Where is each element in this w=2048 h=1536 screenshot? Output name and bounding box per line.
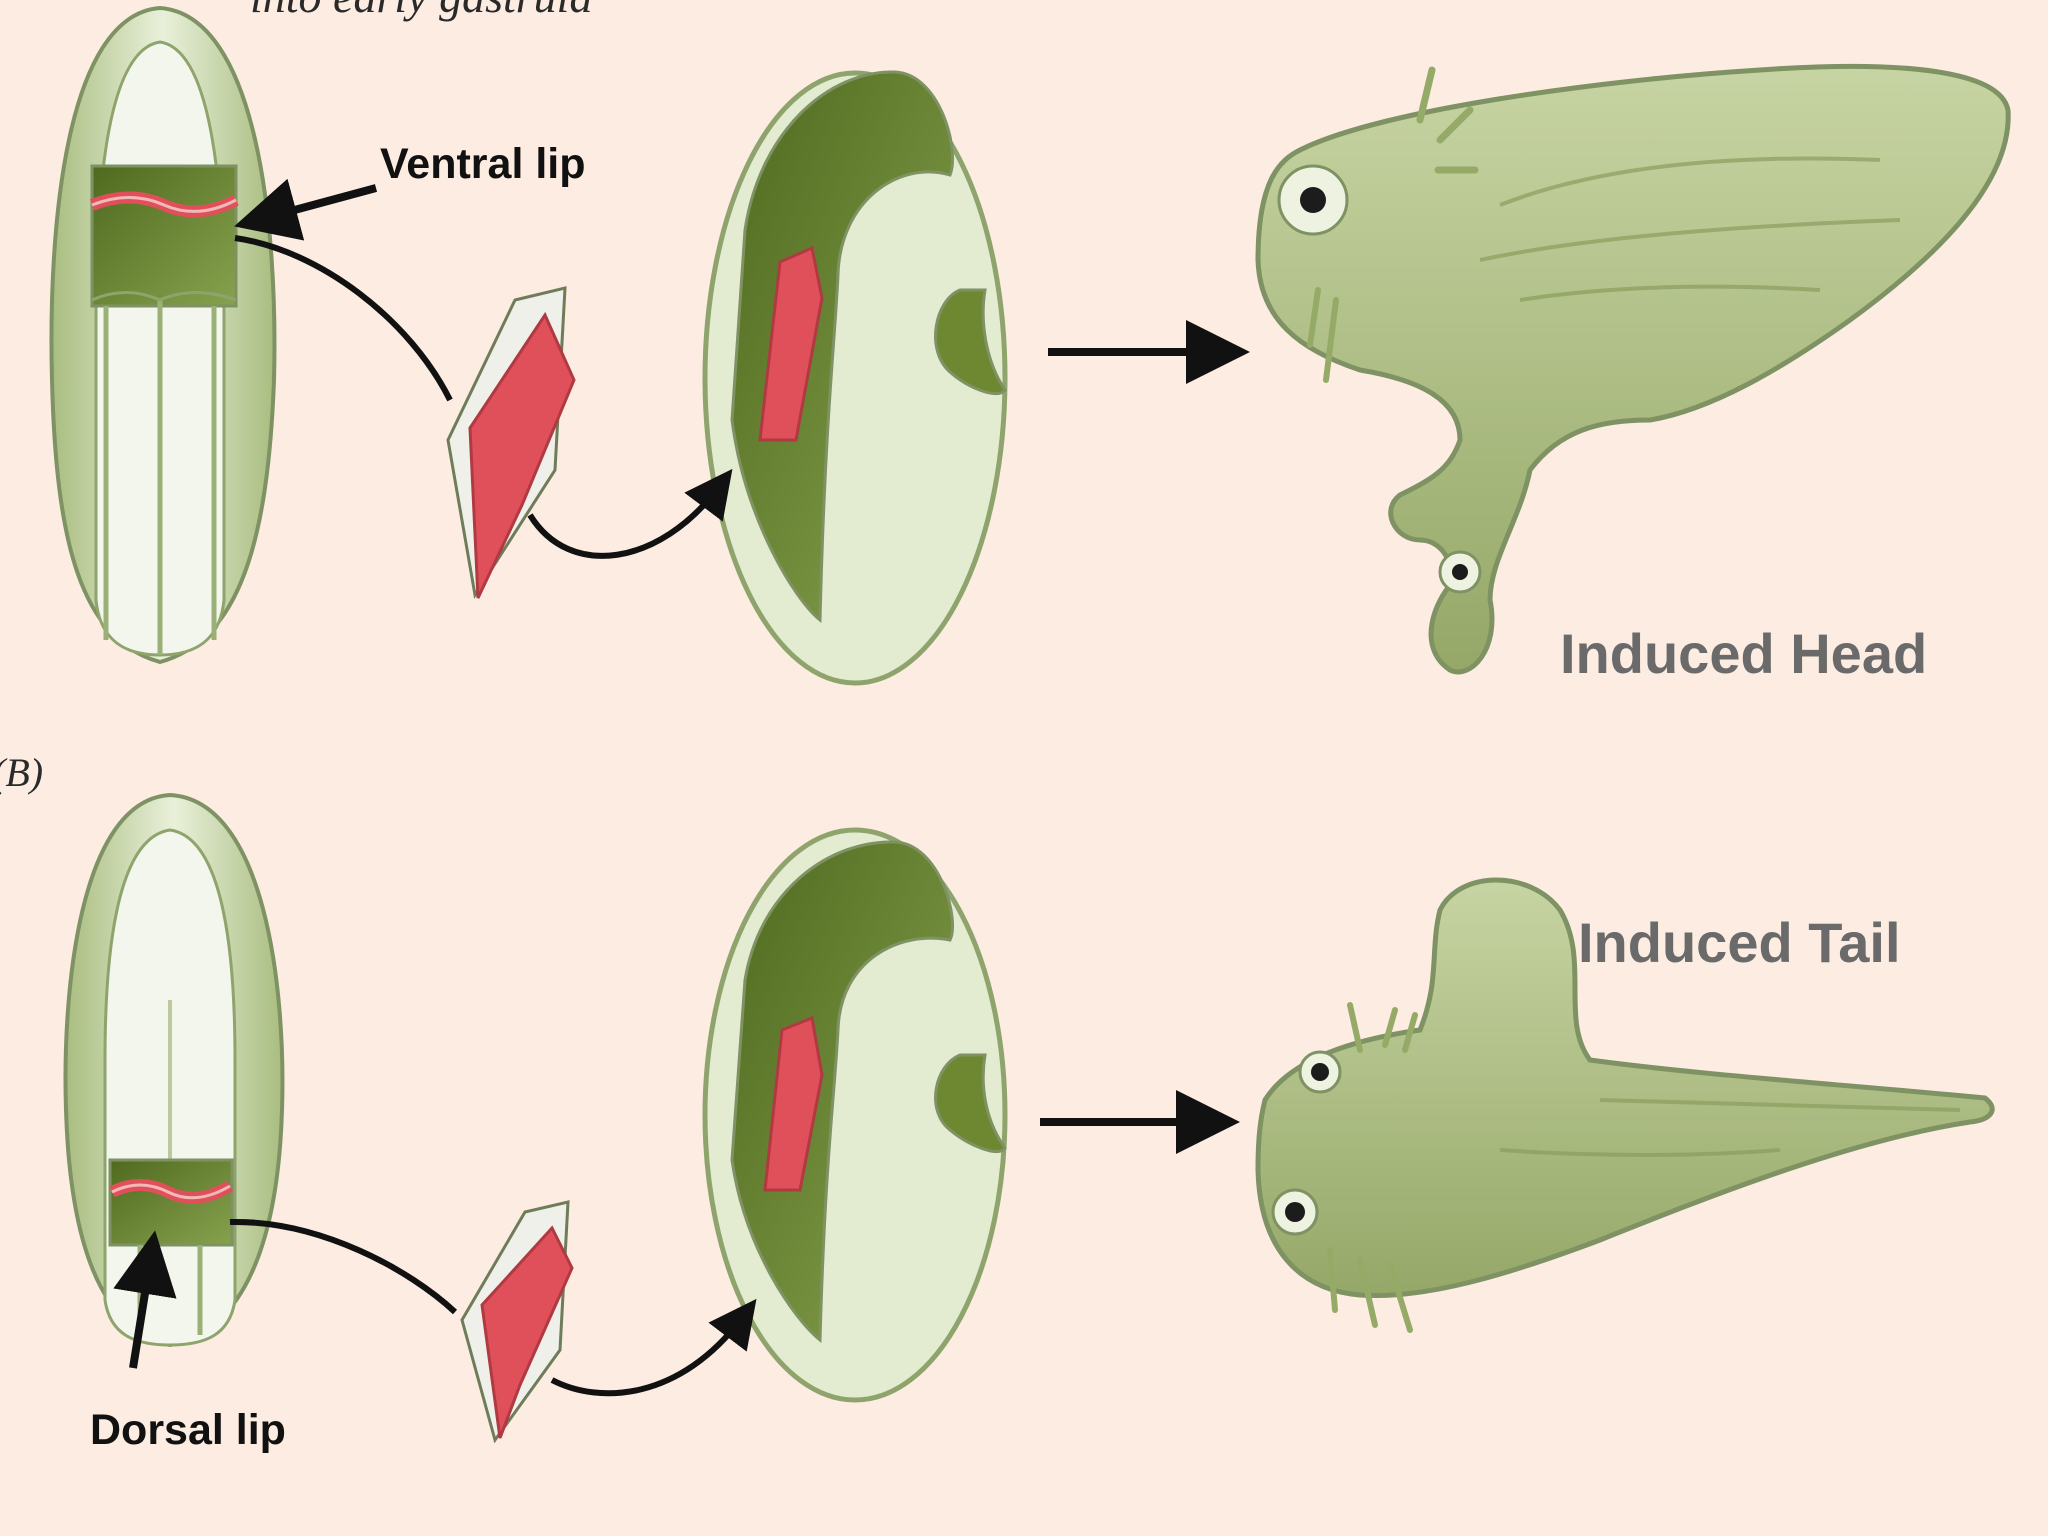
- panel-b-letter: (B): [0, 750, 43, 795]
- top-cutoff-caption: into early gastrula: [250, 0, 592, 22]
- dorsal-lip-pointer: [113, 1230, 177, 1369]
- ventral-lip-label: Ventral lip: [380, 140, 586, 188]
- transfer-arrow-top-2: [527, 468, 733, 559]
- host-embryo-top: [702, 70, 1008, 686]
- transfer-arrow-bottom-2: [550, 1298, 757, 1397]
- graft-piece-top: [446, 286, 576, 600]
- dorsal-lip-label: Dorsal lip: [90, 1406, 286, 1454]
- induced-head-label: Induced Head: [1560, 622, 1927, 685]
- transfer-arrow-top-1: [234, 235, 453, 402]
- donor-embryo-top: [49, 5, 277, 665]
- graft-piece-bottom: [460, 1200, 574, 1444]
- transfer-arrow-bottom-1: [229, 1218, 458, 1315]
- induced-tail-label: Induced Tail: [1578, 911, 1901, 974]
- tadpole-induced-head: [1255, 63, 2011, 675]
- host-embryo-bottom: [702, 827, 1008, 1403]
- ventral-lip-pointer: [234, 178, 378, 241]
- tadpole-induced-tail: [1255, 877, 1995, 1333]
- donor-embryo-bottom: [63, 792, 285, 1348]
